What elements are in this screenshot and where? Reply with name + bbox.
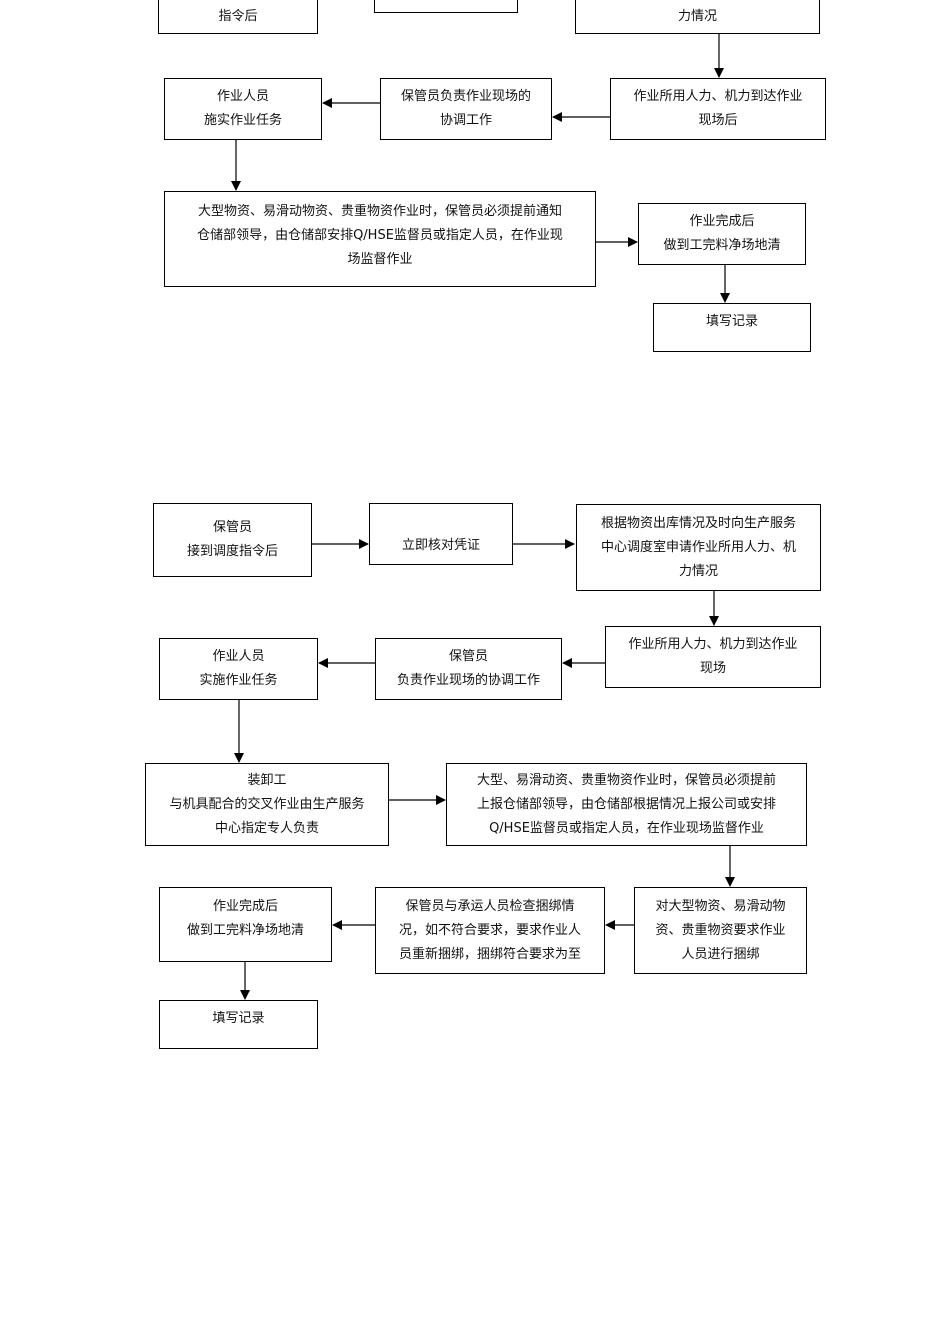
- flow-node-check-bundling: 保管员与承运人员检查捆绑情 况，如不符合要求，要求作业人 员重新捆绑，捆绑符合要…: [375, 887, 605, 974]
- flow-node-special-goods: 大型物资、易滑动物资、贵重物资作业时，保管员必须提前通知 仓储部领导，由仓储部安…: [164, 191, 596, 287]
- flow-node-keeper-coordinate: 保管员负责作业现场的 协调工作: [380, 78, 552, 140]
- flow-node-keeper-receive-order: 保管员 接到调度指令后: [153, 503, 312, 577]
- flow-node-fill-record: 填写记录: [653, 303, 811, 352]
- flow-node-apply-resources: 力情况: [575, 0, 820, 34]
- flow-node-verify: [374, 0, 518, 13]
- flow-node-verify-voucher: 立即核对凭证: [369, 503, 513, 565]
- flow-node-resources-arrive: 作业所用人力、机力到达作业 现场: [605, 626, 821, 688]
- flow-node-receive-order: 指令后: [158, 0, 318, 34]
- flow-node-loaders: 装卸工 与机具配合的交叉作业由生产服务 中心指定专人负责: [145, 763, 389, 846]
- flow-node-workers-execute: 作业人员 实施作业任务: [159, 638, 318, 700]
- flow-node-workers-execute: 作业人员 施实作业任务: [164, 78, 322, 140]
- flow-node-fill-record: 填写记录: [159, 1000, 318, 1049]
- flow-node-resources-arrive: 作业所用人力、机力到达作业 现场后: [610, 78, 826, 140]
- flow-node-apply-resources: 根据物资出库情况及时向生产服务 中心调度室申请作业所用人力、机 力情况: [576, 504, 821, 591]
- flow-node-bundling: 对大型物资、易滑动物 资、贵重物资要求作业 人员进行捆绑: [634, 887, 807, 974]
- flow-node-keeper-coordinate: 保管员 负责作业现场的协调工作: [375, 638, 562, 700]
- flow-node-work-complete: 作业完成后 做到工完料净场地清: [638, 203, 806, 265]
- flow-node-special-goods: 大型、易滑动资、贵重物资作业时，保管员必须提前 上报仓储部领导，由仓储部根据情况…: [446, 763, 807, 846]
- flow-node-work-complete: 作业完成后 做到工完料净场地清: [159, 887, 332, 962]
